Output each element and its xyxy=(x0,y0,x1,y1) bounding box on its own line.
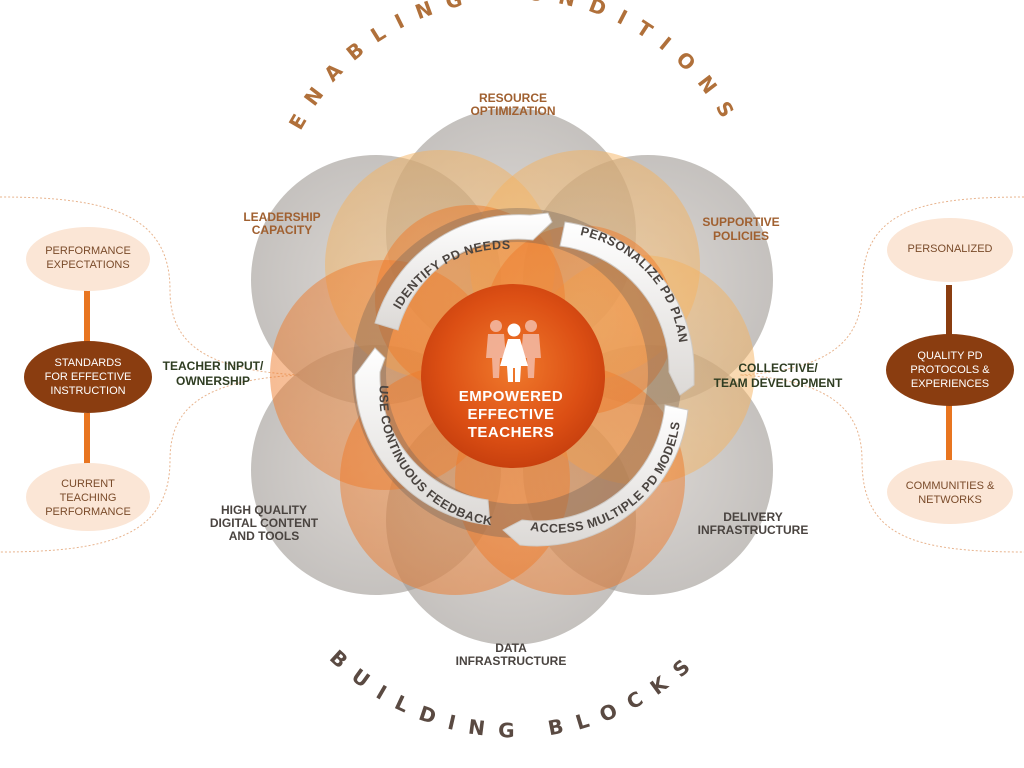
performance-expectations-oval xyxy=(26,227,150,291)
left-connector-bottom xyxy=(84,413,90,468)
right-connector-top xyxy=(946,285,952,335)
resource-optimization-line2: OPTIMIZATION xyxy=(470,104,555,118)
supportive-policies-line2: POLICIES xyxy=(713,229,769,243)
right-panel: PERSONALIZED QUALITY PD PROTOCOLS & EXPE… xyxy=(886,218,1014,524)
digital-content-line1: HIGH QUALITY xyxy=(221,503,307,517)
resource-optimization-line1: RESOURCE xyxy=(479,91,547,105)
quality-pd-line3: EXPERIENCES xyxy=(911,378,989,390)
personalized-label: PERSONALIZED xyxy=(908,243,993,255)
quality-pd-oval xyxy=(886,334,1014,406)
cycle-arrow-feedback xyxy=(354,347,491,526)
standards-oval xyxy=(24,341,152,413)
supportive-policies-line1: SUPPORTIVE xyxy=(702,215,779,229)
teacher-input-line1: TEACHER INPUT/ xyxy=(163,359,264,373)
collective-development-line2: TEAM DEVELOPMENT xyxy=(714,376,843,390)
left-panel: PERFORMANCE EXPECTATIONS STANDARDS FOR E… xyxy=(24,227,152,531)
green-block-labels: TEACHER INPUT/ OWNERSHIP COLLECTIVE/ TEA… xyxy=(163,359,843,390)
cycle-arrows xyxy=(354,212,695,547)
standards-line3: INSTRUCTION xyxy=(50,385,125,397)
digital-content-line2: DIGITAL CONTENT xyxy=(210,516,319,530)
quality-pd-line2: PROTOCOLS & xyxy=(910,364,990,376)
cycle-arrow-personalize xyxy=(559,221,695,396)
center-title-line2: EFFECTIVE xyxy=(467,406,554,423)
left-bracket-curve xyxy=(0,196,301,553)
enabling-conditions-labels: RESOURCE OPTIMIZATION LEADERSHIP CAPACIT… xyxy=(243,91,779,243)
left-connector-top xyxy=(84,290,90,342)
current-performance-line2: TEACHING xyxy=(60,492,117,504)
right-connector-bottom xyxy=(946,405,952,460)
performance-expectations-line1: PERFORMANCE xyxy=(45,245,131,257)
delivery-infrastructure-line2: INFRASTRUCTURE xyxy=(698,523,809,537)
communities-line1: COMMUNITIES & xyxy=(906,480,995,492)
dark-block-labels: HIGH QUALITY DIGITAL CONTENT AND TOOLS D… xyxy=(210,503,808,668)
performance-expectations-line2: EXPECTATIONS xyxy=(46,259,129,271)
leadership-capacity-line2: CAPACITY xyxy=(252,223,312,237)
center-title-line3: TEACHERS xyxy=(468,424,555,441)
standards-line1: STANDARDS xyxy=(54,357,121,369)
teachers-figures-icon xyxy=(486,320,541,382)
center-title-line1: EMPOWERED xyxy=(459,388,564,405)
personalized-oval xyxy=(887,218,1013,282)
data-infrastructure-line2: INFRASTRUCTURE xyxy=(456,654,567,668)
leadership-capacity-line1: LEADERSHIP xyxy=(243,210,320,224)
right-bracket-curve xyxy=(739,196,1024,553)
quality-pd-line1: QUALITY PD xyxy=(917,350,982,362)
collective-development-line1: COLLECTIVE/ xyxy=(738,361,818,375)
communities-line2: NETWORKS xyxy=(918,494,982,506)
standards-line2: FOR EFFECTIVE xyxy=(45,371,132,383)
cycle-arrow-identify xyxy=(374,212,553,331)
current-performance-oval xyxy=(26,463,150,531)
current-performance-line3: PERFORMANCE xyxy=(45,506,131,518)
data-infrastructure-line1: DATA xyxy=(495,641,527,655)
delivery-infrastructure-line1: DELIVERY xyxy=(723,510,783,524)
teacher-input-line2: OWNERSHIP xyxy=(176,374,250,388)
current-performance-line1: CURRENT xyxy=(61,478,115,490)
cycle-arrow-access xyxy=(502,404,689,547)
communities-oval xyxy=(887,460,1013,524)
digital-content-line3: AND TOOLS xyxy=(229,529,299,543)
